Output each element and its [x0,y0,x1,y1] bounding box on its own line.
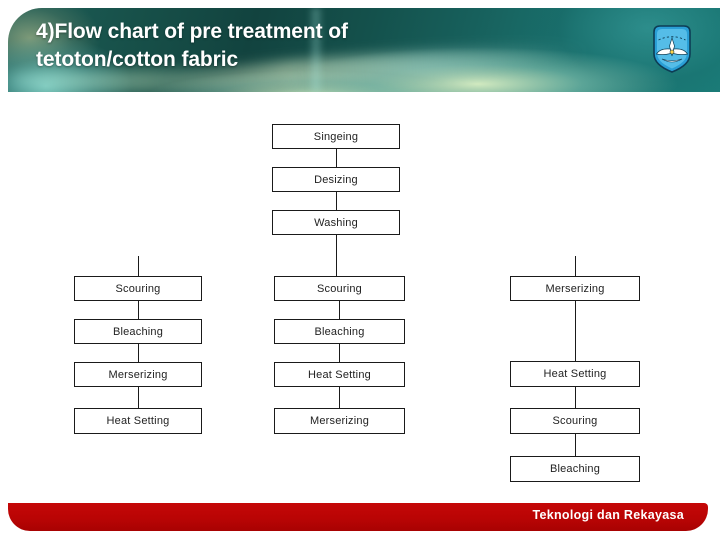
flow-box-route-left-scouring: Scouring [74,276,202,301]
page-title: 4)Flow chart of pre treatment of tetoton… [36,20,348,71]
connector-mid-heatsetting-to-merserizing [339,387,340,408]
flow-box-route-middle-bleaching: Bleaching [274,319,405,344]
footer-label: Teknologi dan Rekayasa [532,508,684,522]
connector-right-heatsetting-to-scouring [575,387,576,408]
connector-right-stub-above-merserizing [575,256,576,276]
connector-left-merserizing-to-heatsetting [138,387,139,408]
connector-left-bleaching-to-merserizing [138,344,139,362]
flow-box-common-singeing: Singeing [272,124,400,149]
flow-box-route-right-heat-setting: Heat Setting [510,361,640,387]
flow-box-route-left-heat-setting: Heat Setting [74,408,202,434]
connector-washing-to-branch [336,235,337,276]
tut-wuri-handayani-emblem-icon [648,23,696,75]
flow-box-route-left-bleaching: Bleaching [74,319,202,344]
flow-box-route-right-bleaching: Bleaching [510,456,640,482]
connector-singeing-to-desizing [336,149,337,167]
flow-box-route-right-scouring: Scouring [510,408,640,434]
flow-box-common-washing: Washing [272,210,400,235]
connector-left-stub-above-scouring [138,256,139,276]
connector-desizing-to-washing [336,192,337,210]
flow-box-common-desizing: Desizing [272,167,400,192]
connector-right-merserizing-to-heatsetting [575,301,576,361]
connector-mid-scouring-to-bleaching [339,301,340,319]
footer-bar [8,503,708,531]
connector-right-scouring-to-bleaching [575,434,576,456]
flow-box-route-left-merserizing: Merserizing [74,362,202,387]
flow-box-route-middle-merserizing: Merserizing [274,408,405,434]
flow-box-route-middle-heat-setting: Heat Setting [274,362,405,387]
flow-box-route-middle-scouring: Scouring [274,276,405,301]
connector-left-scouring-to-bleaching [138,301,139,319]
flow-box-route-right-merserizing: Merserizing [510,276,640,301]
connector-mid-bleaching-to-heatsetting [339,344,340,362]
